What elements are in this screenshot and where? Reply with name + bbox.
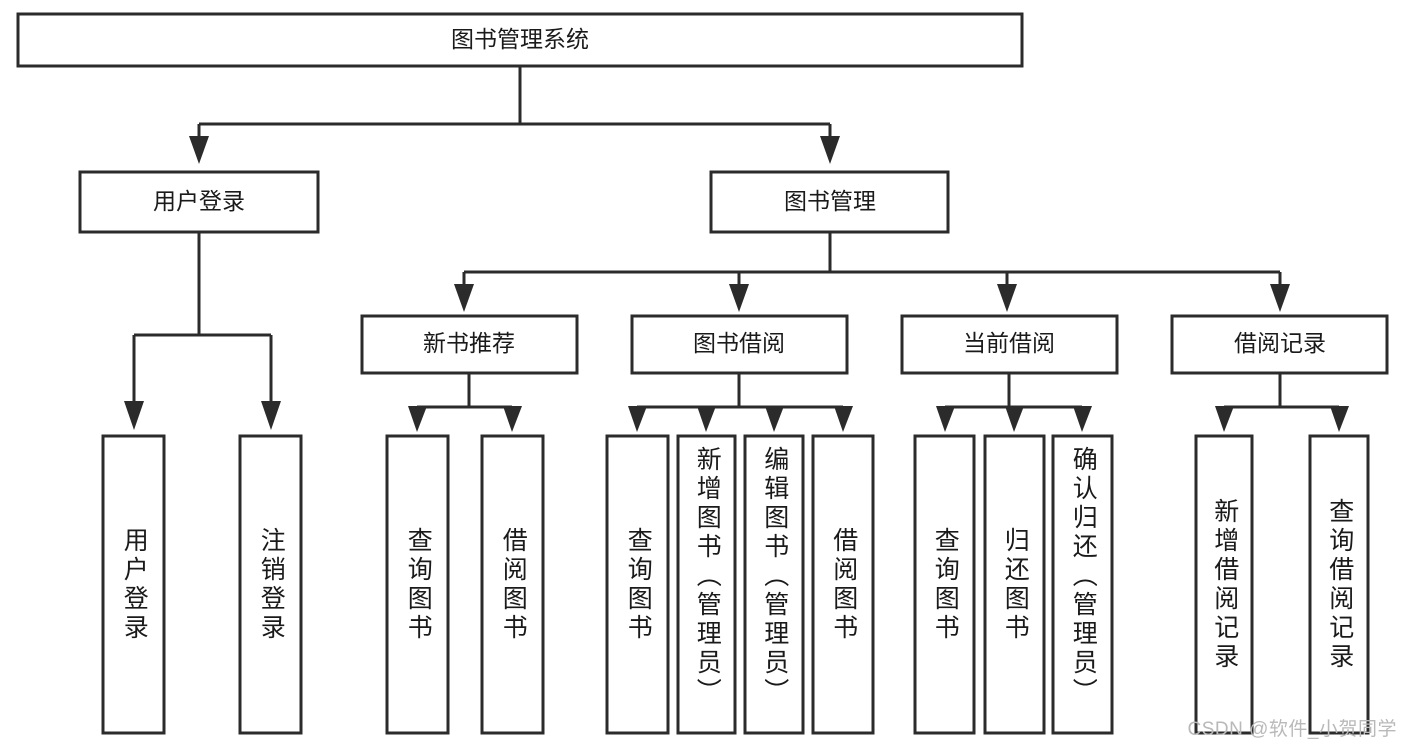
arrowhead-user-login [189,136,209,164]
arrowhead-leaf-borrow-book-rec [503,406,522,432]
connector-group-user-login-to-leaves [124,232,281,430]
node-borrow-record-label: 借阅记录 [1234,330,1326,356]
connector-group-book-manage-to-level3 [454,232,1290,312]
arrowhead-leaf-borrow-book [834,406,853,432]
node-leaf-borrow-book-rec-box[interactable] [480,434,545,735]
arrowhead-book-manage [820,136,840,164]
node-book-manage-box[interactable] [709,170,950,234]
arrowhead-borrow-record [1270,284,1290,312]
arrowhead-leaf-confirm-return-admin [1073,406,1092,432]
connector-group-new-book-rec-to-leaves [408,373,522,432]
node-book-manage-label: 图书管理 [784,188,876,214]
node-borrow-record-box[interactable] [1170,314,1389,375]
node-leaf-confirm-return-admin-box[interactable] [1051,434,1114,735]
node-leaf-borrow-book-box[interactable] [811,434,875,735]
leaf-boxes [101,434,1370,735]
node-current-borrow[interactable]: 当前借阅 [900,314,1119,375]
node-book-manage[interactable]: 图书管理 [709,170,950,234]
arrowhead-leaf-query-borrow-record [1330,406,1349,432]
arrowhead-leaf-user-logout [261,401,281,430]
node-borrow-record[interactable]: 借阅记录 [1170,314,1389,375]
node-leaf-add-borrow-record-box[interactable] [1194,434,1254,735]
node-leaf-add-book-admin-box[interactable] [676,434,737,735]
arrowhead-leaf-add-borrow-record [1215,406,1234,432]
node-leaf-query-book-current-box[interactable] [913,434,976,735]
arrowhead-new-book-rec [454,284,474,312]
node-new-book-rec-box[interactable] [360,314,579,375]
node-user-login-box[interactable] [78,170,320,234]
node-user-login-label: 用户登录 [153,188,245,214]
arrowhead-leaf-query-book-current [936,406,955,432]
node-root[interactable]: 图书管理系统 [16,12,1024,68]
arrowhead-leaf-return-book [1005,406,1024,432]
arrowhead-leaf-user-login [124,401,144,430]
node-root-label: 图书管理系统 [451,26,589,52]
node-book-borrow-box[interactable] [630,314,849,375]
node-book-borrow-label: 图书借阅 [693,330,785,356]
arrowhead-current-borrow [997,284,1017,312]
node-new-book-rec-label: 新书推荐 [423,330,515,356]
arrowhead-leaf-query-book-rec [408,406,427,432]
node-leaf-edit-book-admin-box[interactable] [743,434,805,735]
node-leaf-query-book-borrow-box[interactable] [605,434,670,735]
node-leaf-query-book-rec-box[interactable] [385,434,450,735]
node-user-login[interactable]: 用户登录 [78,170,320,234]
node-current-borrow-label: 当前借阅 [963,330,1055,356]
arrowhead-leaf-edit-book-admin [765,406,784,432]
node-book-borrow[interactable]: 图书借阅 [630,314,849,375]
node-leaf-user-logout-box[interactable] [238,434,303,735]
node-current-borrow-box[interactable] [900,314,1119,375]
node-root-box[interactable] [16,12,1024,68]
csdn-watermark: CSDN @软件_小贺同学 [1187,719,1397,740]
connector-group-root-to-level2 [189,66,840,164]
connector-group-book-borrow-to-leaves [628,373,853,432]
connector-group-current-borrow-to-leaves [936,373,1092,432]
arrowhead-book-borrow [729,284,749,312]
connector-group-borrow-record-to-leaves [1215,373,1349,432]
node-new-book-rec[interactable]: 新书推荐 [360,314,579,375]
node-leaf-user-login-box[interactable] [101,434,166,735]
arrowhead-leaf-add-book-admin [697,406,716,432]
node-leaf-return-book-box[interactable] [983,434,1046,735]
node-leaf-query-borrow-record-box[interactable] [1308,434,1370,735]
arrowhead-leaf-query-book-borrow [628,406,647,432]
